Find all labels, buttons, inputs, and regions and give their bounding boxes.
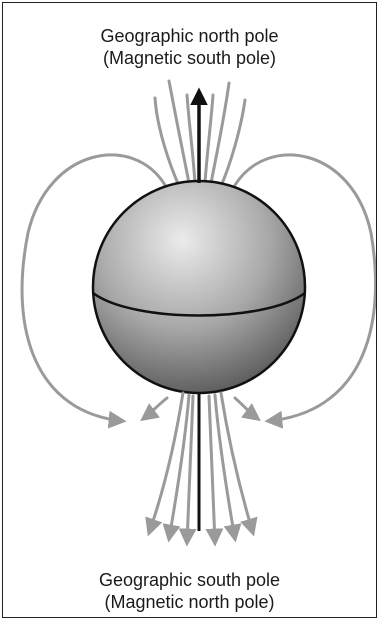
south-pole-label: Geographic south pole bbox=[3, 569, 376, 591]
magnetic-north-label: (Magnetic north pole) bbox=[3, 591, 376, 613]
south-pole-caption: Geographic south pole (Magnetic north po… bbox=[3, 569, 376, 613]
top-field-line bbox=[187, 95, 195, 183]
bottom-field-line bbox=[149, 393, 183, 533]
earth-sphere bbox=[93, 181, 305, 393]
bottom-field-line bbox=[209, 396, 215, 543]
top-field-line bbox=[205, 95, 213, 183]
left-inner-field-loop bbox=[143, 398, 167, 419]
bottom-field-line bbox=[221, 393, 253, 533]
north-pole-caption: Geographic north pole (Magnetic south po… bbox=[3, 25, 376, 69]
figure-frame: Geographic north pole (Magnetic south po… bbox=[2, 2, 377, 618]
north-pole-label: Geographic north pole bbox=[3, 25, 376, 47]
magnetic-south-label: (Magnetic south pole) bbox=[3, 47, 376, 69]
right-inner-field-loop bbox=[235, 398, 258, 419]
magnetic-field-diagram bbox=[3, 3, 377, 618]
bottom-field-lines bbox=[149, 393, 253, 543]
